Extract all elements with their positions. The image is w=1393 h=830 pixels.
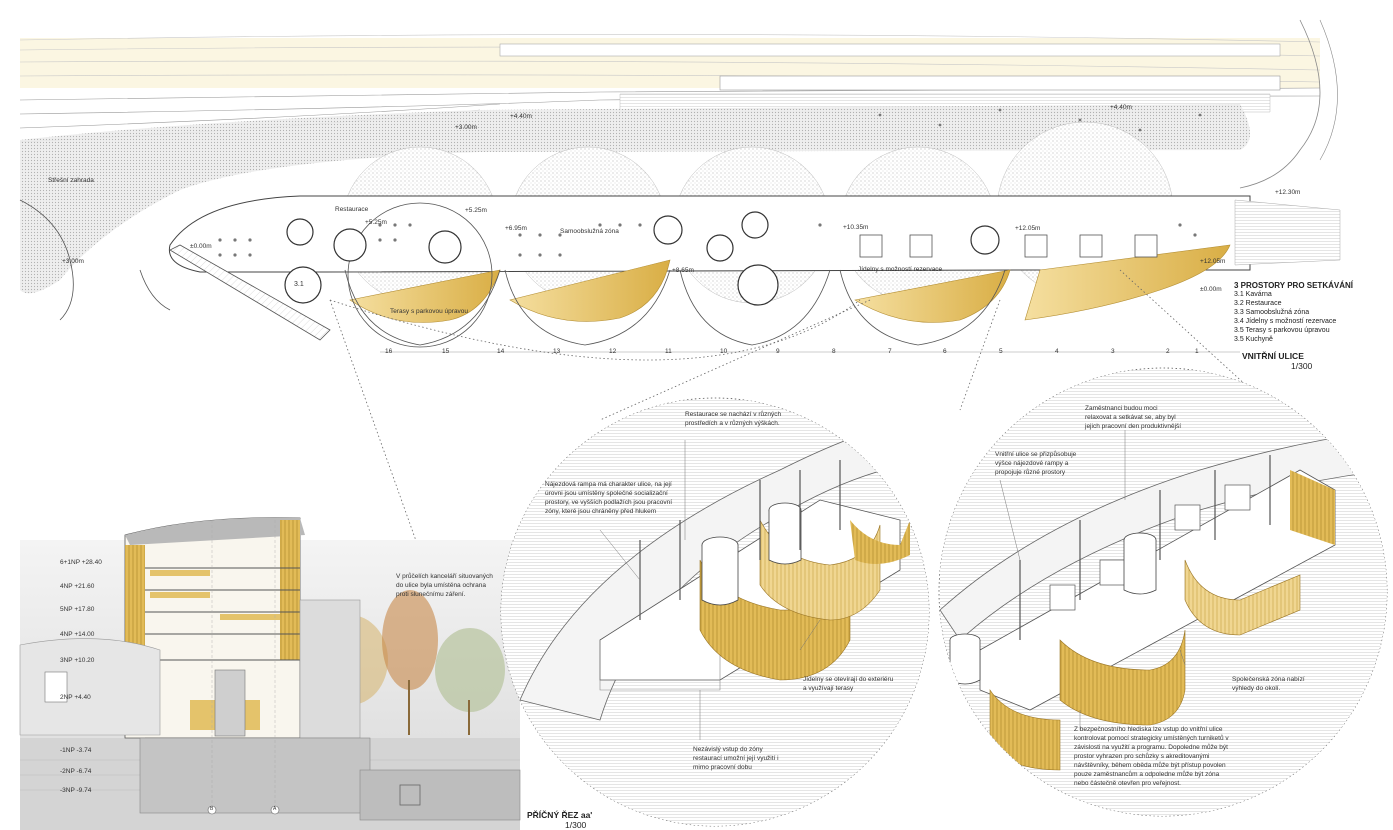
level-value: -6.74 [76, 768, 92, 775]
level-mark: ±0.00m [190, 243, 212, 250]
level-name: 6+1NP [60, 559, 80, 566]
callout-dining: Jídelny se otevírají do exteriéru a využ… [803, 676, 894, 692]
axonometric-right [938, 367, 1388, 817]
level-mark: +3.00m [455, 124, 477, 131]
level-name: -1NP [60, 747, 75, 754]
terraces-label: Terasy s parkovou úpravou [390, 308, 469, 315]
dining-label: Jídelny s možností rezervace [858, 266, 943, 273]
plan-title: VNITŘNÍ ULICE [1242, 351, 1304, 361]
callout-entrance: Nezávislý vstup do zóny restaurací umožn… [693, 746, 779, 771]
section-title: PŘÍČNÝ ŘEZ aa' [527, 810, 593, 820]
zoom-leader-lines [329, 269, 1296, 721]
self-service-label: Samoobslužná zóna [560, 228, 619, 235]
grid-number: 7 [888, 348, 892, 355]
level-mark: +6.95m [505, 225, 527, 232]
level-name: 3NP [60, 657, 73, 664]
level-mark: +8.65m [672, 267, 694, 274]
legend-item: 3.2 Restaurace [1234, 300, 1282, 307]
axonometric-left [500, 397, 930, 827]
level-mark: +3.00m [62, 258, 84, 265]
grid-number: 9 [776, 348, 780, 355]
level-mark: +12.05m [1200, 258, 1226, 265]
level-mark: +4.40m [1110, 104, 1132, 111]
grid-number: 14 [497, 348, 505, 355]
section-note: V průčelích kanceláří situovaných do uli… [396, 573, 493, 598]
legend-item: 3.1 Kavárna [1234, 291, 1272, 298]
callout-security: Z bezpečnostního hlediska lze vstup do v… [1074, 726, 1229, 787]
legend-item: 3.5 Kuchyně [1234, 336, 1273, 343]
section-scale: 1/300 [565, 820, 587, 830]
grid-number: 15 [442, 348, 450, 355]
axis-label: A [273, 806, 277, 812]
level-mark: +12.05m [1015, 225, 1041, 232]
callout-leaders [599, 430, 1186, 740]
grid-number: 16 [385, 348, 393, 355]
level-value: +10.20 [74, 657, 95, 664]
roof-garden-label: Střešní zahrada [48, 177, 94, 184]
grid-number: 1 [1195, 348, 1199, 355]
level-mark: +5.25m [465, 207, 487, 214]
grid-number: 4 [1055, 348, 1059, 355]
level-mark: +10.35m [843, 224, 869, 231]
level-value: +17.80 [74, 606, 95, 613]
grid-number: 5 [999, 348, 1003, 355]
grid-number: 12 [609, 348, 617, 355]
legend-item: 3.3 Samoobslužná zóna [1234, 309, 1310, 316]
level-value: -9.74 [76, 787, 92, 794]
level-mark: +4.40m [510, 113, 532, 120]
legend-item: 3.4 Jídelny s možností rezervace [1234, 318, 1337, 325]
callout-street: Vnitřní ulice se přizpůsobuje výšce náje… [995, 451, 1077, 476]
level-name: 5NP [60, 606, 73, 613]
grid-number: 3 [1111, 348, 1115, 355]
legend-item: 3.5 Terasy s parkovou úpravou [1234, 327, 1330, 334]
level-mark: +5.25m [365, 219, 387, 226]
level-name: 4NP [60, 583, 73, 590]
level-value: +28.40 [81, 559, 102, 566]
legend-heading: 3 PROSTORY PRO SETKÁVÁNÍ [1234, 281, 1353, 290]
grid-number: 6 [943, 348, 947, 355]
callout-relax: Zaměstnanci budou moci relaxovat a setká… [1085, 405, 1182, 430]
callout-ramp: Nájezdová rampa má charakter ulice, na j… [545, 481, 673, 515]
cafe-number-label: 3.1 [294, 281, 304, 288]
grid-number: 11 [665, 348, 672, 355]
site-plan [19, 19, 1341, 353]
level-name: 2NP [60, 694, 73, 701]
level-value: +21.60 [74, 583, 95, 590]
level-name: -3NP [60, 787, 75, 794]
restaurant-label: Restaurace [335, 206, 369, 213]
axis-label: B [210, 806, 214, 812]
grid-number: 13 [553, 348, 561, 355]
callout-social: Společenská zóna nabízí výhledy do okolí… [1232, 676, 1305, 692]
grid-number: 2 [1166, 348, 1170, 355]
level-value: +4.40 [74, 694, 91, 701]
level-name: 4NP [60, 631, 73, 638]
grid-number-row: 16 15 14 13 12 11 10 9 8 7 6 5 4 3 2 1 [385, 348, 1200, 358]
grid-number: 10 [720, 348, 728, 355]
level-value: +14.00 [74, 631, 95, 638]
callout-restaurants: Restaurace se nachází v různých prostřed… [685, 411, 782, 427]
grid-number: 8 [832, 348, 836, 355]
level-mark: +12.30m [1275, 189, 1301, 196]
plan-scale: 1/300 [1291, 361, 1313, 371]
cross-section [19, 517, 521, 830]
level-mark: ±0.00m [1200, 286, 1222, 293]
level-name: -2NP [60, 768, 75, 775]
level-value: -3.74 [76, 747, 92, 754]
